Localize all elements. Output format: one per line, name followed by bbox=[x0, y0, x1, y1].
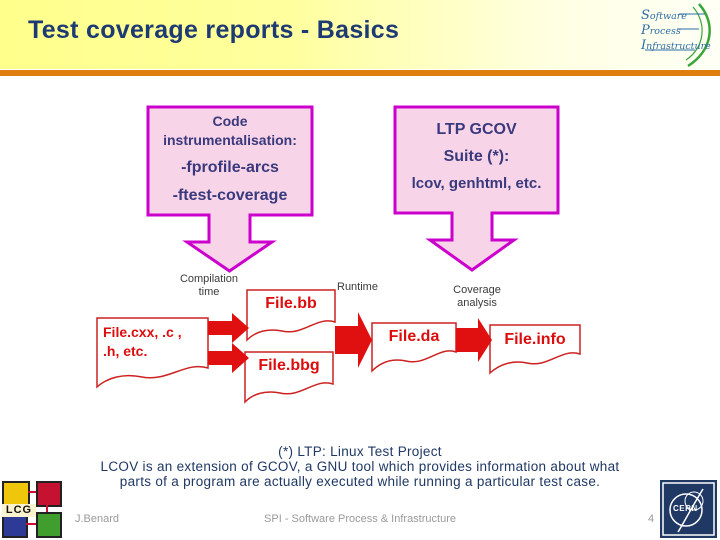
source-files-shape bbox=[96, 317, 209, 389]
spi-logo-line-software: Software bbox=[641, 8, 687, 23]
lcg-label: LCG bbox=[2, 504, 36, 517]
cern-logo-frame bbox=[662, 482, 715, 536]
header-band bbox=[0, 0, 720, 69]
callout-heading: instrumentalisation: bbox=[163, 132, 297, 148]
page-title: Test coverage reports - Basics bbox=[28, 16, 400, 44]
label-line: Coverage bbox=[453, 284, 501, 296]
arrow-source-to-bbg-icon bbox=[208, 343, 249, 373]
cern-ring-icon bbox=[669, 493, 703, 527]
callout-line: lcov, genhtml, etc. bbox=[411, 175, 542, 192]
lcg-red-square-icon bbox=[36, 481, 62, 507]
instrumentation-callout-shape bbox=[146, 105, 314, 273]
label-line: analysis bbox=[457, 297, 497, 309]
footer-title: SPI - Software Process & Infrastructure bbox=[264, 513, 456, 525]
spi-logo-line-infrastructure: Infrastructure bbox=[640, 38, 711, 53]
spi-logo: Software Process Infrastructure bbox=[640, 3, 711, 68]
label-runtime: Runtime bbox=[337, 281, 378, 293]
lcg-logo: LCG bbox=[0, 479, 64, 540]
callout-line: LTP GCOV bbox=[436, 121, 517, 138]
arrow-runtime-to-da-icon bbox=[335, 312, 372, 368]
file-name: File.cxx, .c , bbox=[103, 324, 182, 340]
compiler-flag: -fprofile-arcs bbox=[181, 159, 279, 176]
label-line: time bbox=[198, 286, 220, 298]
lcg-dash-icon bbox=[46, 505, 48, 512]
arrow-da-to-info-icon bbox=[456, 318, 492, 362]
file-bbg-shape bbox=[244, 351, 334, 404]
spi-logo-line-process: Process bbox=[640, 23, 681, 38]
file-da-shape bbox=[371, 322, 457, 373]
header-divider bbox=[0, 70, 720, 76]
file-info-text: File.info bbox=[504, 331, 566, 348]
lcg-dash-icon bbox=[28, 491, 36, 493]
file-da-text: File.da bbox=[388, 328, 440, 345]
lcg-dash-icon bbox=[26, 523, 36, 525]
callout-line: Suite (*): bbox=[443, 148, 510, 165]
gcov-callout-shape bbox=[393, 105, 560, 272]
footnote-line: LCOV is an extension of GCOV, a GNU tool… bbox=[100, 459, 620, 474]
callout-heading: Code bbox=[212, 113, 248, 129]
lcg-green-square-icon bbox=[36, 512, 62, 538]
file-name: .h, etc. bbox=[103, 343, 148, 359]
file-info-shape bbox=[489, 324, 581, 375]
file-bbg-text: File.bbg bbox=[258, 357, 320, 374]
page-number: 4 bbox=[648, 513, 655, 525]
instrumentation-callout: Code instrumentalisation: -fprofile-arcs… bbox=[150, 112, 310, 206]
arrow-source-to-bb-icon bbox=[208, 313, 249, 343]
file-bb-text: File.bb bbox=[265, 295, 317, 312]
label-line: Compilation bbox=[179, 273, 239, 285]
cern-label: CERN bbox=[673, 504, 698, 513]
cern-beamline-icon bbox=[677, 488, 704, 533]
label-coverage-analysis: Coverage analysis bbox=[438, 284, 516, 310]
source-files-text: File.cxx, .c , .h, etc. bbox=[103, 323, 182, 361]
footer-author: J.Benard bbox=[75, 513, 120, 525]
footnote-line: parts of a program are actually executed… bbox=[119, 474, 601, 489]
spi-swoosh-icon bbox=[687, 3, 711, 68]
footnote-block: (*) LTP: Linux Test Project LCOV is an e… bbox=[0, 444, 720, 489]
spi-swoosh-inner-icon bbox=[685, 6, 703, 61]
footnote-line: (*) LTP: Linux Test Project bbox=[278, 444, 442, 459]
label-compilation-time: Compilation time bbox=[170, 273, 248, 299]
cern-small-ring-icon bbox=[684, 491, 704, 511]
gcov-callout: LTP GCOV Suite (*): lcov, genhtml, etc. bbox=[397, 120, 556, 194]
file-bb-shape bbox=[246, 289, 336, 342]
callout-shapes bbox=[146, 105, 560, 273]
cern-logo: CERN bbox=[660, 480, 717, 538]
compiler-flag: -ftest-coverage bbox=[172, 187, 288, 204]
